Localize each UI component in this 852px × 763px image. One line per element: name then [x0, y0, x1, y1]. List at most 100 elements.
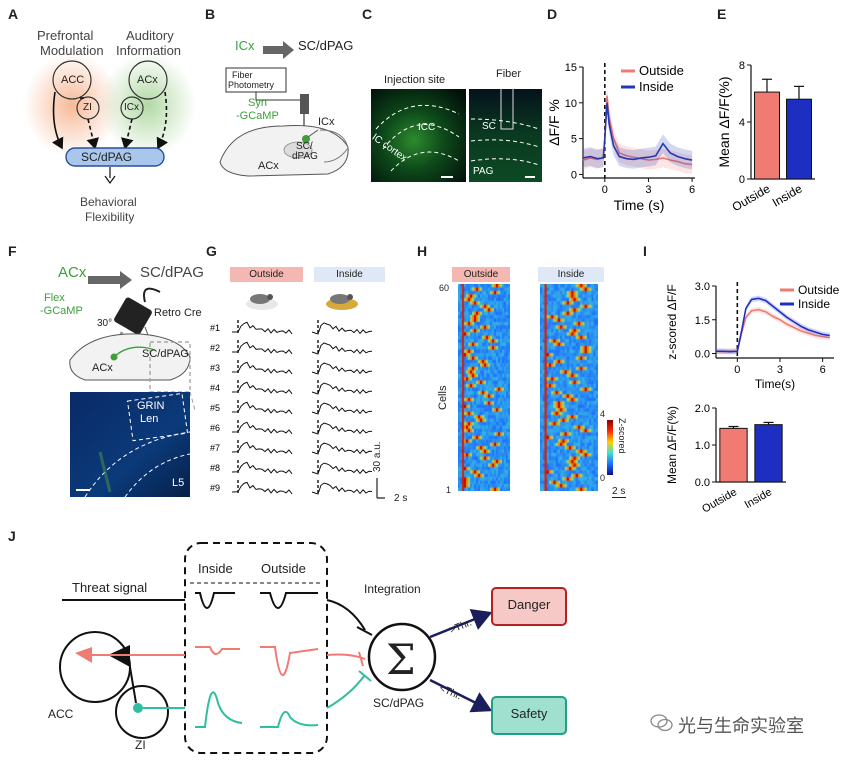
f-target-label: SC/dPAG [140, 264, 204, 281]
g-trace-inside [311, 402, 373, 415]
danger-label: Danger [507, 597, 551, 612]
j-integration-label: Integration [364, 582, 421, 596]
x-tick-label: 6 [820, 364, 826, 376]
heatmap-inside [540, 284, 598, 491]
bar-outside [719, 427, 748, 483]
g-trace-inside [311, 382, 373, 395]
outcome-label-2: Flexibility [85, 210, 135, 224]
bar-outside [754, 91, 780, 180]
g-trace-outside [232, 321, 293, 335]
bar-inside [786, 98, 812, 180]
j-outside-label: Outside [261, 561, 306, 576]
pathway-arrow [263, 41, 294, 59]
auditory-glow [100, 53, 196, 157]
g-row-label: #2 [210, 343, 220, 353]
safety-arrow [429, 678, 493, 713]
acc-outside-trace [260, 646, 319, 677]
f-pathway-arrow [88, 271, 132, 289]
x-axis-label: Time (s) [614, 197, 665, 213]
f-virus-1: Flex [44, 292, 65, 304]
safety-label: Safety [510, 706, 548, 721]
x-tick-label: 0 [734, 364, 740, 376]
f-acx-label: ACx [92, 362, 113, 374]
g-trace-outside [231, 421, 293, 435]
f-retro: Retro Cre [154, 307, 202, 319]
virus-label-1: Syn [248, 97, 267, 109]
f-angle: 30° [97, 318, 113, 329]
cbar-label: Z-scored [617, 418, 627, 454]
panel-j-diagram [59, 542, 567, 754]
target-label: SC/dPAG [81, 150, 133, 164]
panel-label-h: H [417, 243, 428, 259]
g-trace-inside [311, 442, 373, 455]
heatmap-outside [458, 284, 510, 491]
zi-outside-trace [260, 710, 319, 728]
zoom-box [149, 341, 191, 393]
wechat-icon [650, 714, 673, 732]
y-tick-label: 3.0 [695, 281, 710, 293]
c-pag-label: PAG [473, 166, 494, 177]
y-tick-label: 5 [571, 134, 577, 146]
f-virus-2: -GCaMP [40, 305, 83, 317]
g-row-label: #5 [210, 403, 220, 413]
danger-arrow [429, 609, 493, 639]
pfc-title-1: Prefrontal [37, 28, 94, 43]
panel-b-diagram [219, 41, 349, 177]
c-left-title: Injection site [384, 74, 446, 86]
virus-label-2: -GCaMP [236, 110, 279, 122]
j-inside-label: Inside [198, 561, 233, 576]
cbar-min: 0 [600, 473, 606, 483]
sigma-symbol: Σ [386, 635, 416, 684]
j-target-label: SC/dPAG [373, 696, 425, 710]
grin-label-1: GRIN [137, 400, 165, 412]
outcome-label-1: Behavioral [80, 195, 137, 209]
watermark: 光与生命实验室 [678, 716, 804, 736]
h-ybottom: 1 [446, 485, 452, 495]
g-scale-x-label: 2 s [394, 493, 408, 504]
y-tick-label: 0.0 [695, 349, 710, 361]
g-row-label: #3 [210, 363, 220, 373]
y-tick-label: 15 [565, 62, 577, 74]
c-icc-label: ICC [418, 122, 436, 133]
cbar-max: 4 [600, 409, 606, 419]
fiber-site-image [469, 89, 542, 182]
pfc-title-2: Modulation [40, 43, 104, 58]
colorbar [607, 420, 613, 475]
panel-label-e: E [717, 6, 727, 22]
zi-neuron [133, 703, 143, 713]
b-sc-label-2: dPAG [292, 151, 318, 162]
pfc-glow [24, 53, 120, 157]
legend-label: Outside [639, 63, 684, 78]
y-axis-label: Mean ΔF/F(%) [665, 406, 679, 484]
legend-label: Inside [798, 297, 830, 311]
g-trace-inside [311, 342, 373, 355]
y-tick-label: 1.5 [695, 315, 710, 327]
h-outside-header: Outside [452, 267, 510, 282]
b-target-label: SC/dPAG [298, 38, 354, 53]
series-error-band [716, 295, 830, 355]
panel-label-b: B [205, 6, 216, 22]
h-scale-x-label: 2 s [612, 486, 626, 497]
y-tick-label: 10 [565, 98, 577, 110]
legend-label: Inside [639, 79, 674, 94]
b-sc-label-1: SC/ [296, 141, 313, 152]
y-tick-label: 4 [739, 117, 745, 129]
y-axis-label: Mean ΔF/F(%) [716, 76, 732, 167]
series-error-band [583, 93, 693, 170]
aud-title-1: Auditory [126, 28, 174, 43]
safety-box [491, 696, 567, 735]
category-label: Outside [700, 486, 739, 515]
g-trace-outside [231, 401, 293, 415]
acc-inside-trace [195, 646, 240, 655]
zi-to-target-arrow [86, 118, 99, 150]
panel-label-i: I [643, 243, 647, 259]
acx-node-label: ACx [137, 74, 158, 86]
g-trace-inside [311, 482, 373, 495]
g-trace-outside [231, 361, 293, 375]
panel-a-diagram [24, 53, 196, 185]
g-trace-outside [231, 461, 293, 475]
integrator-circle [367, 622, 437, 692]
zi-circle [115, 685, 169, 739]
acx-node [128, 60, 168, 100]
